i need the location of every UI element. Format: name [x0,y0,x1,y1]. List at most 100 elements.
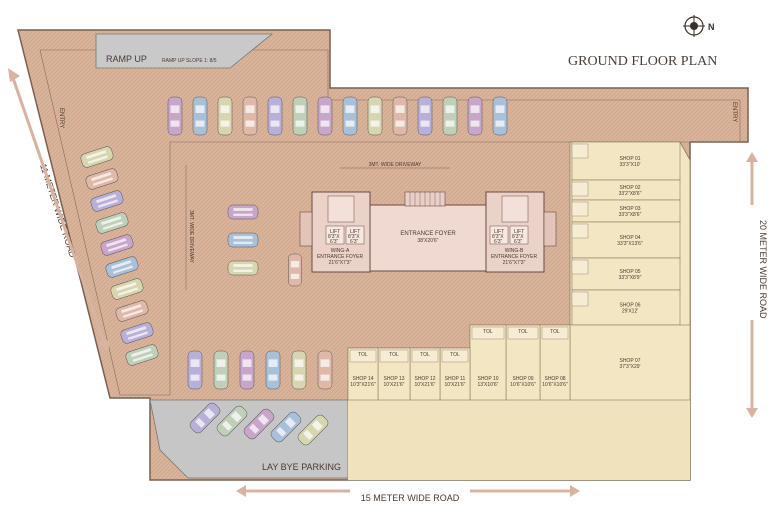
sidewalk [348,400,690,480]
shop-14-name: SHOP 14 [352,376,373,382]
lift-3-label: LIFT [494,229,504,235]
lift-4-size2: 6'3" [514,239,523,245]
car-icon [217,96,233,136]
shop-7-unit [569,324,691,401]
toilet-box [571,181,589,197]
car-icon [265,350,281,390]
driveway-left-label: 3MT. WIDE DRIVEWAY [188,210,194,263]
car-icon [239,350,255,390]
ramp-area [95,33,274,69]
car-icon [292,96,308,136]
entry-right: ENTRY [731,102,737,122]
road-right-arrowhead-top [746,152,758,162]
car-icon [100,234,134,256]
shop-10-size: 13'X10'6" [478,382,499,388]
car-icon [90,190,124,212]
shop-8-name: SHOP 08 [544,376,565,382]
lift-4-size: 8'3"X [512,234,524,240]
car-icon [392,96,408,136]
toilet-box [571,143,589,159]
shop-1-size: 33'3"X10' [620,162,641,168]
lift-2-size2: 6'3" [350,239,359,245]
shop-14-size: 10'3"X21'6" [350,382,376,388]
shop-6-unit [571,289,681,326]
shop-11-name: SHOP 11 [445,376,466,382]
toilet-label: TOL [358,352,368,358]
lift-4-label: LIFT [514,229,524,235]
lift-3-size: 8'3"X [492,234,504,240]
shop-1-name: SHOP 01 [619,156,640,162]
shop-11-size: 10'X21'6" [445,382,466,388]
car-icon [216,405,248,437]
wing-b-lift-2 [509,225,529,245]
toilet-label: TOL [389,352,399,358]
wing-b-sub: ENTRANCE FOYER [491,254,538,260]
car-icon [317,96,333,136]
car-icon [120,322,154,344]
car-icon [442,96,458,136]
wing-a-side-step [299,211,313,247]
shop-13-name: SHOP 13 [383,376,404,382]
stair-treads [409,192,441,206]
toilet-box [441,349,469,363]
wing-b-stairs [501,195,529,223]
car-icon [125,344,159,366]
compass-label: N [708,22,715,32]
shop-13-size: 10'X21'6" [384,382,405,388]
car-icon [297,414,329,446]
wing-b-lift-1 [489,225,509,245]
lay-bye-label: LAY BYE PARKING [262,462,341,472]
shop-5-unit [571,257,681,291]
wing-a-size: 21'6"X7'3" [329,260,352,266]
car-icon [270,411,302,443]
toilet-label: TOL [518,329,528,335]
shop-10-name: SHOP 10 [477,376,498,382]
shop-8-size: 10'6"X10'6" [542,382,568,388]
shop-5-name: SHOP 05 [619,269,640,275]
toilet-box [571,223,589,239]
car-icon [105,256,139,278]
entrance-foyer-label: ENTRANCE FOYER [400,231,456,237]
lift-3-size2: 6'3" [494,239,503,245]
wing-b-side-step [543,211,557,247]
shop-12-size: 10'X21'6" [415,382,436,388]
shop-6-name: SHOP 06 [619,303,640,309]
car-icon [227,260,259,276]
car-icon [291,350,307,390]
toilet-box [571,291,589,307]
toilet-box [411,349,439,363]
lift-2-size: 8'3"X [348,234,360,240]
shop-6-size: 29'X12' [622,309,638,315]
wing-b-size: 21'6"X7'3" [503,260,526,266]
toilet-box [379,349,409,363]
car-icon [110,278,144,300]
car-icon [227,204,259,220]
toilet-box [541,326,569,340]
shop-9-name: SHOP 09 [512,376,533,382]
lift-2-label: LIFT [350,229,360,235]
toilet-box [571,259,589,275]
shop-2-name: SHOP 02 [619,185,640,191]
lift-1-size2: 6'3" [330,239,339,245]
car-icon [267,96,283,136]
car-icon [492,96,508,136]
lift-1-size: 8'3"X [328,234,340,240]
car-icon [417,96,433,136]
car-icon [187,350,203,390]
toilet-label: TOL [550,329,560,335]
road-bottom-label: 15 METER WIDE ROAD [361,493,460,503]
wing-a-stairs [327,195,355,223]
entry-top-left: ENTRY [58,108,64,128]
toilet-label: TOL [450,352,460,358]
road-right-label: 20 METER WIDE ROAD [758,220,768,319]
shop-1-unit [571,141,681,181]
ramp-slope: RAMP UP SLOPE 1: 8/5 [162,58,217,64]
entrance-foyer-size: 38'X20'6" [418,238,439,244]
car-icon [467,96,483,136]
driveway-top-label: 3MT. WIDE DRIVEWAY [369,162,422,168]
toilet-label: TOL [420,352,430,358]
paving-border [39,49,741,396]
